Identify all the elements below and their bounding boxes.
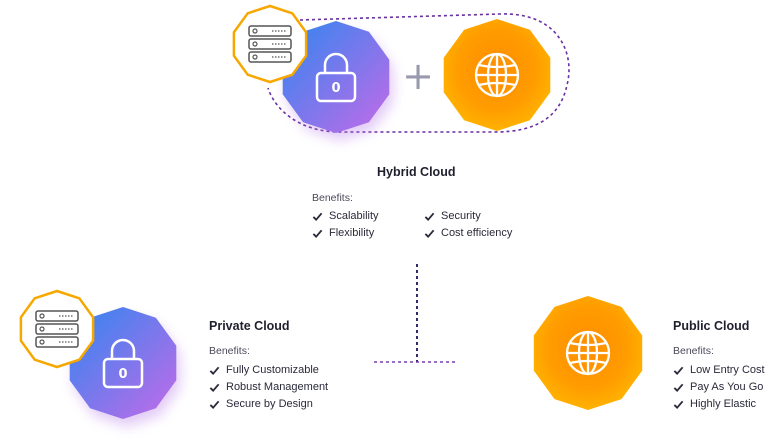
hybrid-benefit-item: Flexibility: [312, 227, 374, 239]
globe-icon: [565, 330, 611, 376]
hybrid-benefit-item: Scalability: [312, 210, 379, 222]
hybrid-server-badge: [232, 4, 308, 84]
public-benefit-item: Low Entry Cost: [673, 364, 765, 376]
hybrid-benefits-label: Benefits:: [312, 192, 353, 204]
hybrid-dashed-loop: [267, 13, 570, 133]
public-benefit-item: Highly Elastic: [673, 398, 756, 410]
private-cloud-title: Private Cloud: [209, 319, 290, 333]
check-icon: [424, 212, 435, 221]
check-icon: [312, 212, 323, 221]
svg-text:0: 0: [331, 81, 340, 96]
public-benefit-label: Low Entry Cost: [690, 364, 765, 376]
private-benefit-item: Secure by Design: [209, 398, 313, 410]
private-benefit-label: Secure by Design: [226, 398, 313, 410]
check-icon: [424, 229, 435, 238]
check-icon: [209, 383, 220, 392]
check-icon: [673, 400, 684, 409]
hybrid-lock-badge: 0: [282, 21, 394, 141]
private-benefit-item: Fully Customizable: [209, 364, 319, 376]
check-icon: [673, 383, 684, 392]
server-rack-icon: [35, 310, 79, 348]
private-benefit-label: Robust Management: [226, 381, 329, 393]
globe-icon: [474, 52, 520, 98]
hybrid-benefit-label: Security: [441, 210, 481, 222]
plus-icon: +: [402, 54, 434, 98]
private-lock-badge: 0: [69, 307, 181, 427]
check-icon: [673, 366, 684, 375]
hybrid-benefit-label: Scalability: [329, 210, 379, 222]
public-cloud-title: Public Cloud: [673, 319, 750, 333]
public-benefit-label: Highly Elastic: [690, 398, 757, 410]
public-benefit-item: Pay As You Go: [673, 381, 763, 393]
check-icon: [209, 366, 220, 375]
server-rack-icon: [248, 25, 292, 63]
hybrid-benefit-item: Security: [424, 210, 481, 222]
public-benefit-label: Pay As You Go: [690, 381, 764, 393]
private-benefit-label: Fully Customizable: [226, 364, 319, 376]
private-lock-decagon: [69, 307, 177, 419]
private-benefits-label: Benefits:: [209, 345, 250, 357]
hybrid-benefit-label: Cost efficiency: [441, 227, 513, 239]
hybrid-benefit-item: Cost efficiency: [424, 227, 512, 239]
public-globe-badge: [533, 296, 643, 410]
private-server-badge: [19, 289, 95, 369]
lock-icon: 0: [102, 338, 144, 389]
public-benefits-label: Benefits:: [673, 345, 714, 357]
check-icon: [209, 400, 220, 409]
hybrid-lock-decagon: [282, 21, 390, 133]
check-icon: [312, 229, 323, 238]
hybrid-benefit-label: Flexibility: [329, 227, 375, 239]
hybrid-cloud-title: Hybrid Cloud: [377, 165, 456, 179]
svg-text:0: 0: [118, 367, 127, 382]
hybrid-globe-badge: [443, 19, 551, 131]
private-benefit-item: Robust Management: [209, 381, 328, 393]
lock-icon: 0: [315, 52, 357, 103]
